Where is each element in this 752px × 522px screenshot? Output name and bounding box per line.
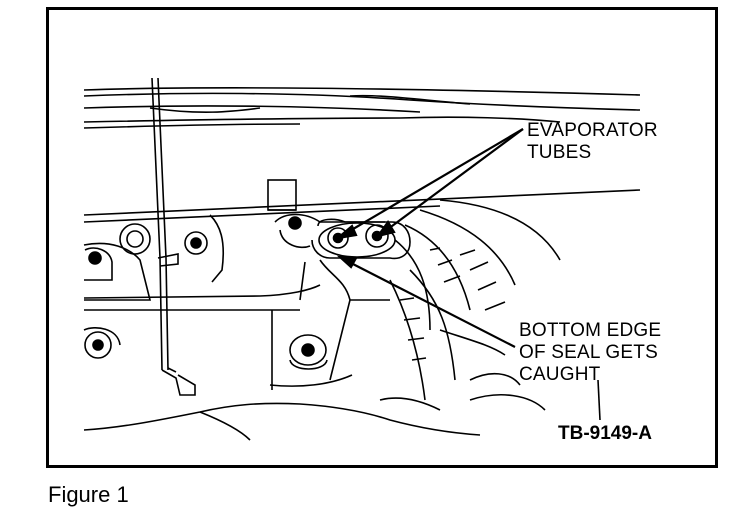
seal-edge-leader [336,255,516,348]
seal-edge-line-2: OF SEAL GETS [519,342,658,363]
firewall-panel [83,179,641,311]
evaporator-seal-plate [274,213,411,381]
cowl-panel [83,87,641,129]
left-fasteners [83,223,208,359]
vertical-rod [151,77,196,396]
evaporator-tubes-line-1: EVAPORATOR [527,120,658,141]
evaporator-tubes-line-2: TUBES [527,142,592,163]
figure-caption: Figure 1 [48,482,129,507]
right-hoses [350,199,601,421]
evaporator-tubes-label: EVAPORATOR TUBES [527,120,658,164]
lower-contour [83,402,481,441]
figure-code: TB-9149-A [558,423,652,444]
seal-edge-line-1: BOTTOM EDGE [519,320,662,341]
lower-grommet [269,310,353,390]
evaporator-tubes-leaders [334,128,524,240]
seal-edge-label: BOTTOM EDGE OF SEAL GETS CAUGHT [519,320,661,386]
seal-edge-line-3: CAUGHT [519,364,601,385]
